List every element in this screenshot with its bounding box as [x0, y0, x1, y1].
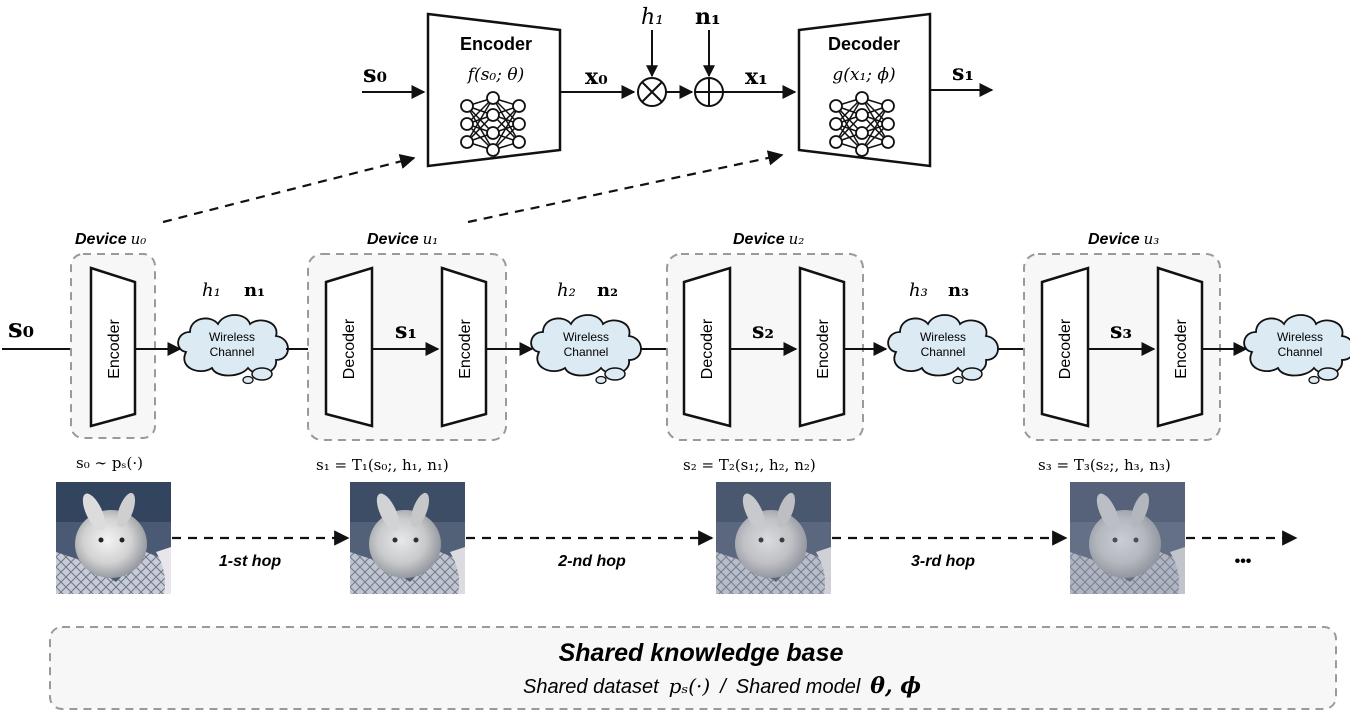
channel-2-n: n₂: [597, 280, 618, 301]
device-u0-encoder: [89, 266, 137, 428]
top-output-label: s₁: [952, 60, 974, 86]
hop-2-label: 2-nd hop: [557, 553, 626, 570]
channel-3-line2: Channel: [921, 345, 966, 359]
hop-3-label: 3-rd hop: [911, 553, 975, 570]
wireless-channel-4: Wireless Channel: [1243, 314, 1350, 385]
channel-1-line1: Wireless: [209, 330, 255, 344]
device-u0-formula: s₀ ∼ pₛ(·): [76, 454, 143, 472]
channel-2-line1: Wireless: [563, 330, 609, 344]
image-s0: [56, 482, 171, 594]
knowledge-base-title: Shared knowledge base: [559, 639, 844, 667]
device-u1-encoder: [440, 266, 488, 428]
channel-3-line1: Wireless: [920, 330, 966, 344]
channel-2-line2: Channel: [564, 345, 609, 359]
device-u2-encoder-label: Encoder: [815, 319, 832, 379]
top-decoder-func: g(x₁; ϕ): [832, 65, 895, 85]
hop-1-label: 1-st hop: [219, 553, 281, 570]
channel-1-line2: Channel: [210, 345, 255, 359]
channel-3-n: n₃: [948, 280, 969, 301]
image-row: 1-st hop 2-nd hop 3-rd hop •••: [56, 482, 1298, 594]
device-u3-encoder: [1156, 266, 1204, 428]
device-u1-inner: s₁: [395, 318, 417, 344]
top-encoder-block: [426, 12, 562, 168]
device-u1-decoder-label: Decoder: [341, 318, 358, 379]
noise-label: n₁: [695, 4, 721, 30]
channel-2-h: h₂: [557, 280, 576, 301]
device-u2-decoder-label: Decoder: [699, 318, 716, 379]
device-u3-formula: s₃ = T₃(s₂;, h₃, n₃): [1038, 456, 1171, 474]
top-decoder-title: Decoder: [828, 34, 900, 54]
top-encoder-func: f(s₀; θ): [466, 65, 524, 85]
device-u3-decoder: [1040, 266, 1090, 428]
device-u2-encoder: [798, 266, 846, 428]
wireless-channel-2: h₂ n₂ Wireless Channel: [530, 280, 642, 385]
device-u2-formula: s₂ = T₂(s₁;, h₂, n₂): [683, 456, 816, 474]
device-u3-inner: s₃: [1110, 318, 1132, 344]
device-u3-encoder-label: Encoder: [1173, 319, 1190, 379]
x0-label: x₀: [585, 64, 608, 90]
device-u1-encoder-label: Encoder: [457, 319, 474, 379]
channel-4-line1: Wireless: [1277, 330, 1323, 344]
wireless-channel-1: h₁ n₁ Wireless Channel: [177, 280, 289, 385]
wireless-channel-3: h₃ n₃ Wireless Channel: [887, 280, 999, 385]
device-u3-decoder-label: Decoder: [1057, 318, 1074, 379]
fading-label: h₁: [641, 5, 664, 30]
device-u1-formula: s₁ = T₁(s₀;, h₁, n₁): [316, 456, 449, 474]
chain-input-label: s₀: [8, 314, 34, 344]
dashed-link-to-encoder: [162, 153, 416, 224]
dashed-link-to-decoder: [467, 150, 784, 224]
top-system: s₀ Encoder f(s₀; θ) x₀ h₁ n₁ x₁ Decoder …: [362, 4, 994, 168]
channel-1-h: h₁: [202, 280, 221, 301]
device-u1-decoder: [324, 266, 374, 428]
top-encoder-title: Encoder: [460, 34, 532, 54]
channel-4-line2: Channel: [1278, 345, 1323, 359]
ellipsis: •••: [1235, 553, 1252, 570]
channel-1-n: n₁: [244, 280, 265, 301]
x1-label: x₁: [745, 64, 768, 90]
device-u0-encoder-label: Encoder: [106, 319, 123, 379]
device-u2-inner: s₂: [752, 318, 774, 344]
device-u2-decoder: [682, 266, 732, 428]
top-input-label: s₀: [363, 59, 387, 88]
channel-3-h: h₃: [909, 280, 928, 301]
